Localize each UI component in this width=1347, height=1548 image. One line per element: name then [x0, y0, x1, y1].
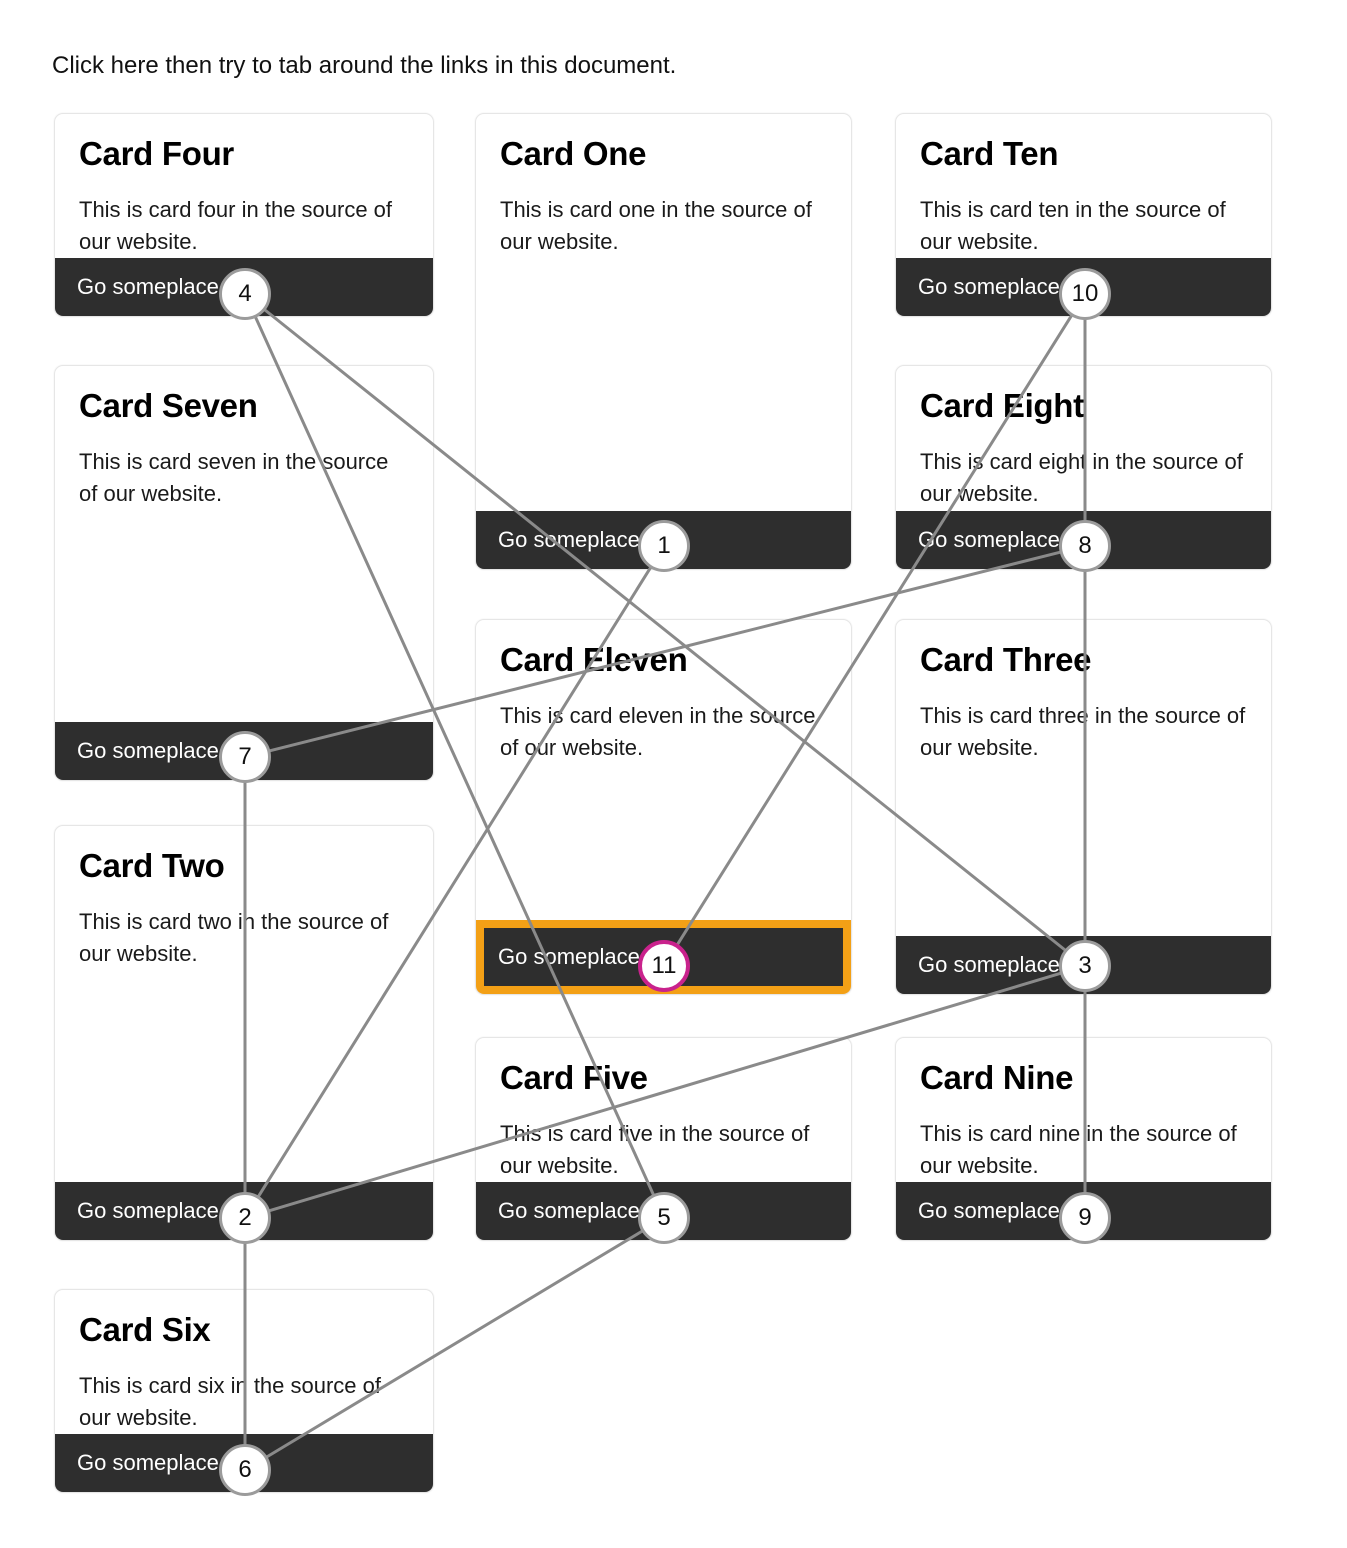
card-nine-body: This is card nine in the source of our w… — [920, 1121, 1237, 1179]
card-four-title: Card Four — [79, 135, 234, 172]
tab-marker-1[interactable]: 1 — [638, 520, 690, 572]
card-one-title: Card One — [500, 135, 647, 172]
card-nine-title: Card Nine — [920, 1059, 1074, 1096]
card-three-body: This is card three in the source of our … — [920, 703, 1246, 761]
tab-marker-2[interactable]: 2 — [219, 1192, 271, 1244]
card-three-title: Card Three — [920, 641, 1092, 678]
tab-marker-11[interactable]: 11 — [638, 940, 690, 992]
card-six-title: Card Six — [79, 1311, 211, 1348]
card-seven-body: This is card seven in the source of our … — [79, 449, 389, 507]
card-three-spacer — [896, 764, 1271, 936]
card-eleven-body: This is card eleven in the source of our… — [500, 703, 816, 761]
tab-marker-6[interactable]: 6 — [219, 1444, 271, 1496]
card-seven-spacer — [55, 510, 433, 722]
card-four-body: This is card four in the source of our w… — [79, 197, 393, 255]
card-one-spacer — [476, 258, 851, 511]
card-five-title: Card Five — [500, 1059, 648, 1096]
card-ten-title: Card Ten — [920, 135, 1059, 172]
card-six-body: This is card six in the source of our we… — [79, 1373, 382, 1431]
tab-marker-4[interactable]: 4 — [219, 268, 271, 320]
tab-marker-9[interactable]: 9 — [1059, 1192, 1111, 1244]
tab-marker-7[interactable]: 7 — [219, 731, 271, 783]
card-five-body: This is card five in the source of our w… — [500, 1121, 810, 1179]
card-two-title: Card Two — [79, 847, 225, 884]
tab-marker-10[interactable]: 10 — [1059, 268, 1111, 320]
intro-text[interactable]: Click here then try to tab around the li… — [52, 52, 677, 79]
card-two-spacer — [55, 970, 433, 1182]
card-eleven-spacer — [476, 764, 851, 920]
card-two-body: This is card two in the source of our we… — [79, 909, 389, 967]
tab-marker-5[interactable]: 5 — [638, 1192, 690, 1244]
tab-marker-8[interactable]: 8 — [1059, 520, 1111, 572]
card-ten-body: This is card ten in the source of our we… — [920, 197, 1226, 255]
card-eight-title: Card Eight — [920, 387, 1084, 424]
card-seven-title: Card Seven — [79, 387, 258, 424]
card-one-body: This is card one in the source of our we… — [500, 197, 812, 255]
tab-marker-3[interactable]: 3 — [1059, 940, 1111, 992]
card-eleven-title: Card Eleven — [500, 641, 688, 678]
card-eight-body: This is card eight in the source of our … — [920, 449, 1243, 507]
